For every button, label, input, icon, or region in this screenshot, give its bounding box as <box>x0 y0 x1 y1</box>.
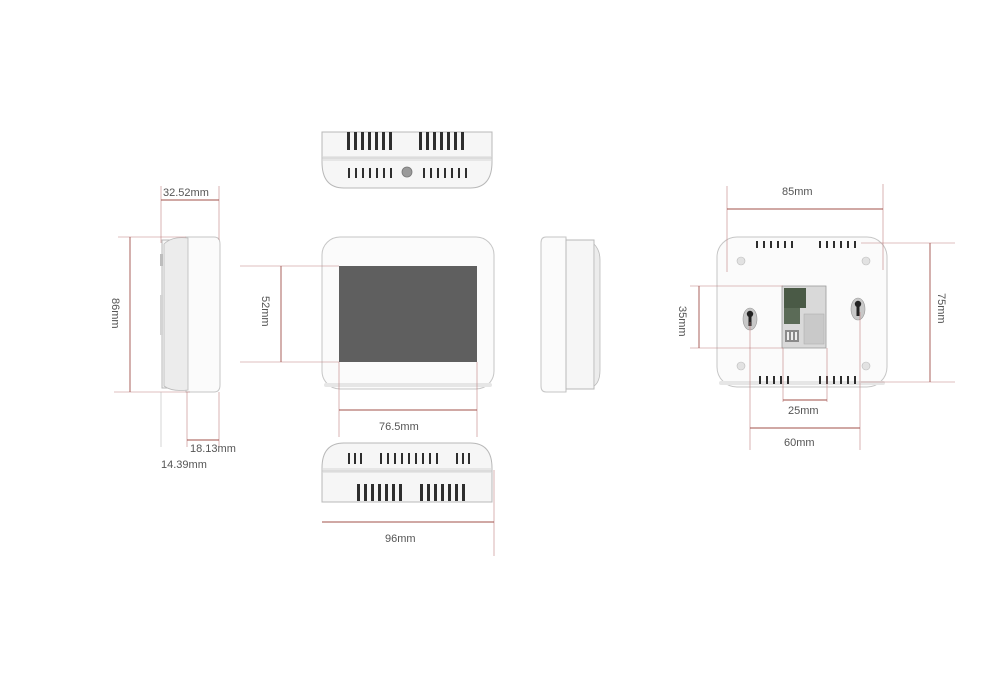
bottom-vent-slots-upper <box>348 453 470 464</box>
back-screw-boss-tr <box>861 256 871 266</box>
back-dimension-lines <box>690 184 955 450</box>
keyhole-mount-left <box>742 307 758 331</box>
side-height-label: 86mm <box>109 298 121 329</box>
bottom-view <box>321 442 493 503</box>
screen-height-label: 52mm <box>259 296 271 327</box>
top-sensor-hole <box>401 166 413 178</box>
overall-width-label: 96mm <box>385 533 416 545</box>
terminal-opening <box>781 285 827 349</box>
back-screw-boss-tl <box>736 256 746 266</box>
keyhole-mount-right <box>850 297 866 321</box>
bottom-dimension-lines <box>322 470 495 556</box>
top-vent-slots-upper <box>347 132 464 150</box>
screen-width-label: 76.5mm <box>379 421 419 433</box>
top-view <box>321 131 493 189</box>
side-depth-total-label: 32.52mm <box>163 187 209 199</box>
right-side-view <box>540 236 601 393</box>
mount-hole-vertical-label: 35mm <box>676 306 688 337</box>
side-dimension-lines <box>114 186 220 447</box>
lcd-screen <box>339 266 477 362</box>
back-height-label: 75mm <box>935 293 947 324</box>
front-view <box>321 236 495 390</box>
terminal-width-label: 25mm <box>788 405 819 417</box>
side-back-depth-label: 18.13mm <box>190 443 236 455</box>
back-view <box>716 236 888 388</box>
mount-hole-spacing-label: 60mm <box>784 437 815 449</box>
side-view <box>160 236 221 393</box>
back-screw-boss-bl <box>736 361 746 371</box>
back-screw-boss-br <box>861 361 871 371</box>
back-width-label: 85mm <box>782 186 813 198</box>
top-vent-slots-lower <box>348 168 467 178</box>
back-vent-slots-upper <box>756 241 856 248</box>
bottom-vent-slots-lower <box>357 484 465 501</box>
front-dimension-lines <box>240 265 478 437</box>
side-front-depth-label: 14.39mm <box>161 459 207 471</box>
